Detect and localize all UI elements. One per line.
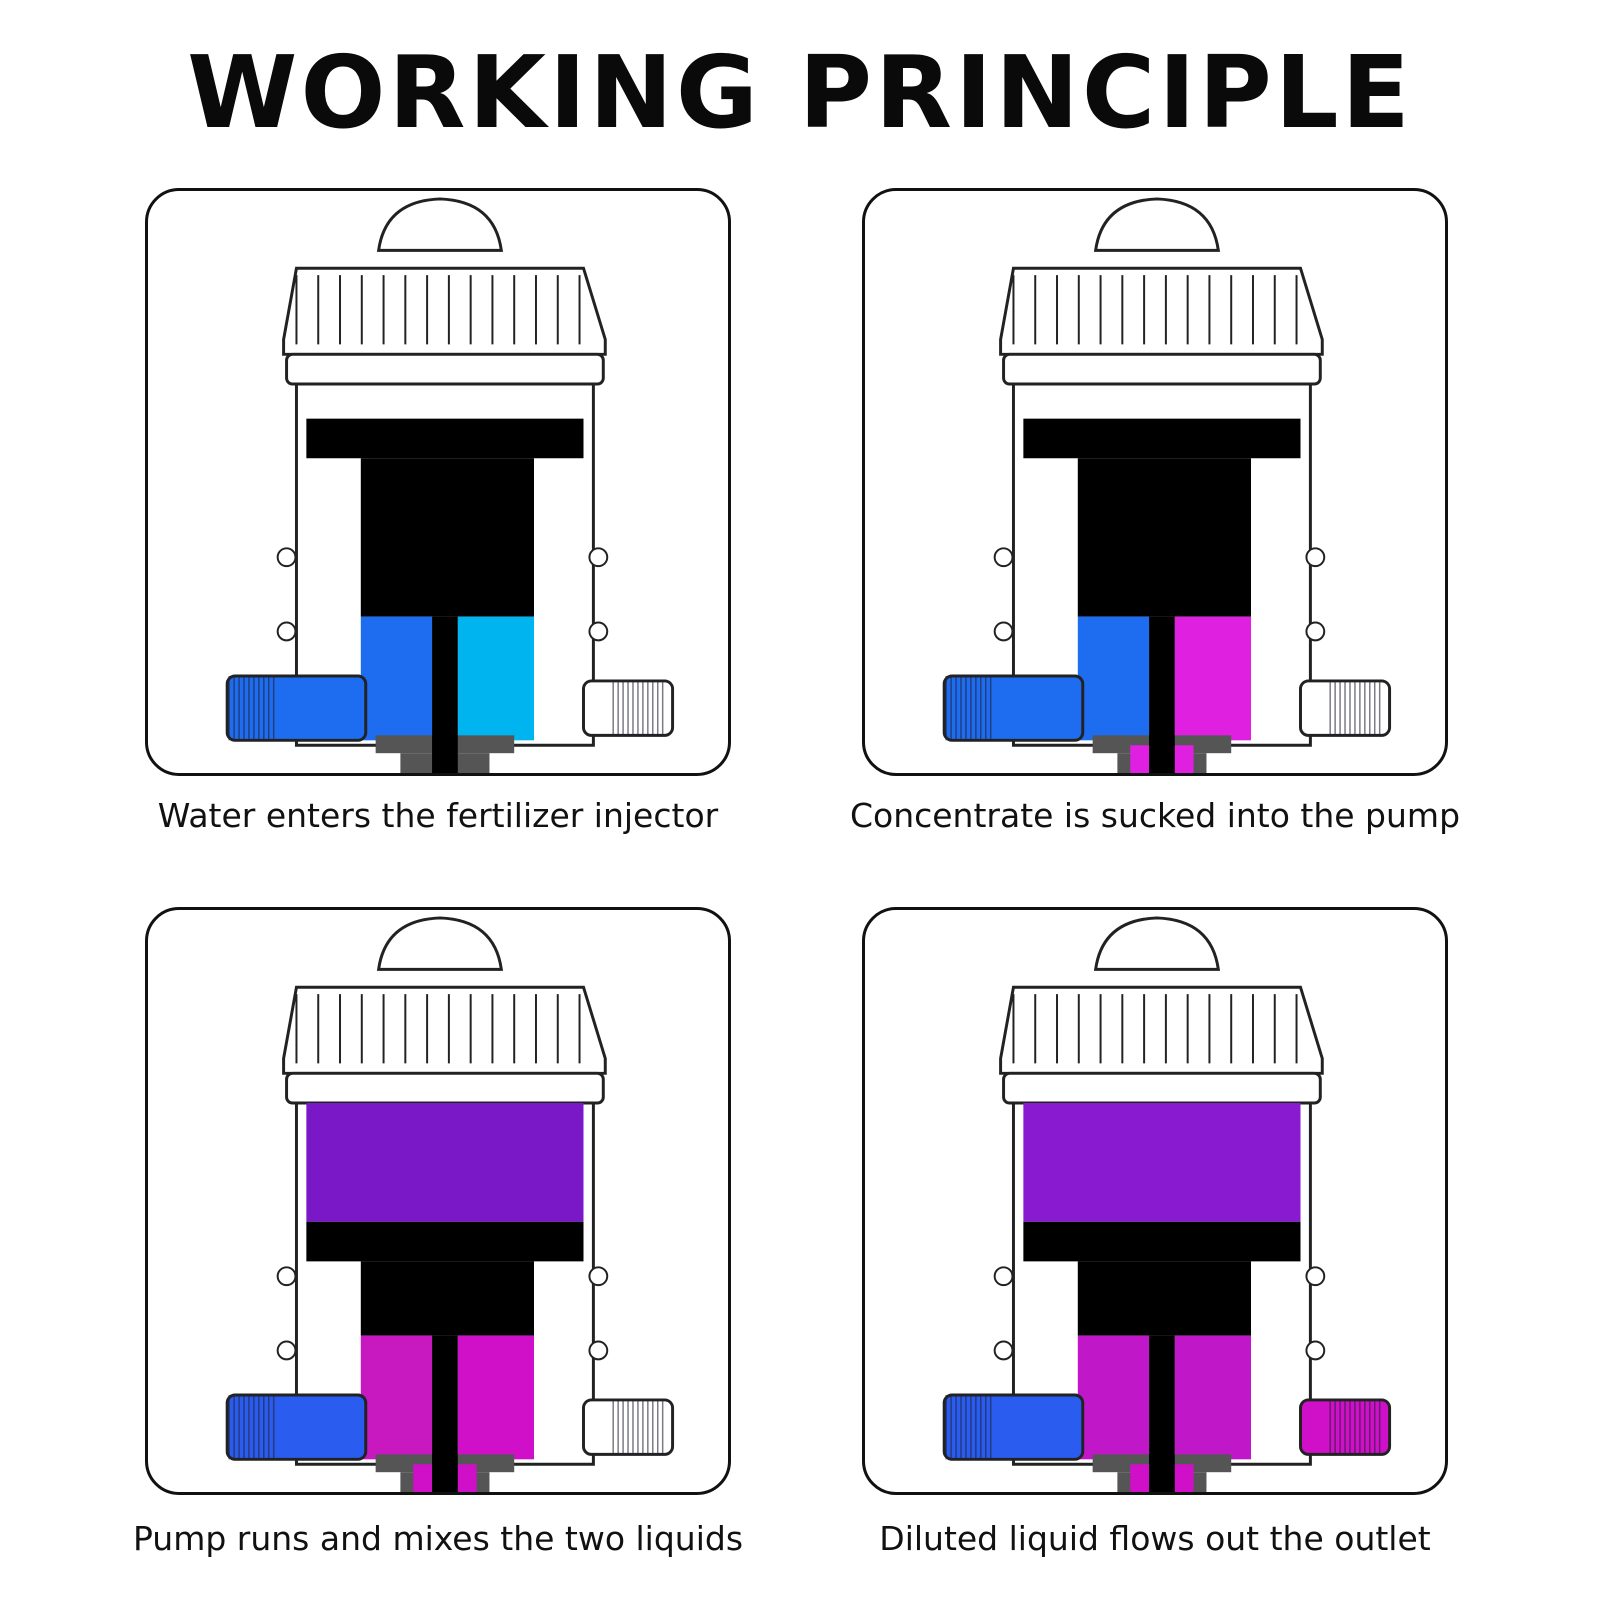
piston: [306, 418, 584, 459]
inlet-pipe: [942, 1393, 1085, 1461]
step-4-caption: Diluted liquid flows out the outlet: [879, 1519, 1431, 1558]
piston: [306, 1221, 584, 1262]
pump-diagram: [225, 916, 675, 1492]
chamber-liquid-left: [360, 616, 433, 741]
step-2-panel: [862, 188, 1448, 776]
pump-diagram: [942, 197, 1392, 773]
page-title: WORKING PRINCIPLE: [187, 34, 1413, 151]
center-rod: [1149, 1335, 1175, 1492]
step-2-caption: Concentrate is sucked into the pump: [849, 796, 1461, 835]
chamber-liquid-left: [1077, 616, 1150, 741]
center-rod: [1149, 616, 1175, 773]
pump-cap: [999, 197, 1324, 386]
step-4-panel: [862, 907, 1448, 1495]
center-rod: [432, 616, 458, 773]
inlet-pipe: [225, 1393, 368, 1461]
upper-chamber-liquid: [306, 1103, 584, 1222]
chamber-liquid-right: [1174, 1335, 1252, 1460]
pump-cap: [999, 916, 1324, 1105]
upper-chamber-liquid: [1023, 1103, 1301, 1222]
chamber-liquid-right: [457, 616, 535, 741]
pump-cap: [282, 197, 607, 386]
step-1-caption: Water enters the fertilizer injector: [157, 796, 719, 835]
pump-cap: [282, 916, 607, 1105]
chamber-liquid-right: [457, 1335, 535, 1460]
chamber-liquid-right: [1174, 616, 1252, 741]
center-rod: [432, 1335, 458, 1492]
chamber-liquid-left: [1077, 1335, 1150, 1460]
step-3-panel: [145, 907, 731, 1495]
pump-diagram: [225, 197, 675, 773]
step-3-caption: Pump runs and mixes the two liquids: [132, 1519, 744, 1558]
chamber-liquid-left: [360, 1335, 433, 1460]
piston: [1023, 418, 1301, 459]
inlet-pipe: [225, 674, 368, 742]
pump-diagram: [942, 916, 1392, 1492]
inlet-pipe: [942, 674, 1085, 742]
piston: [1023, 1221, 1301, 1262]
step-1-panel: [145, 188, 731, 776]
